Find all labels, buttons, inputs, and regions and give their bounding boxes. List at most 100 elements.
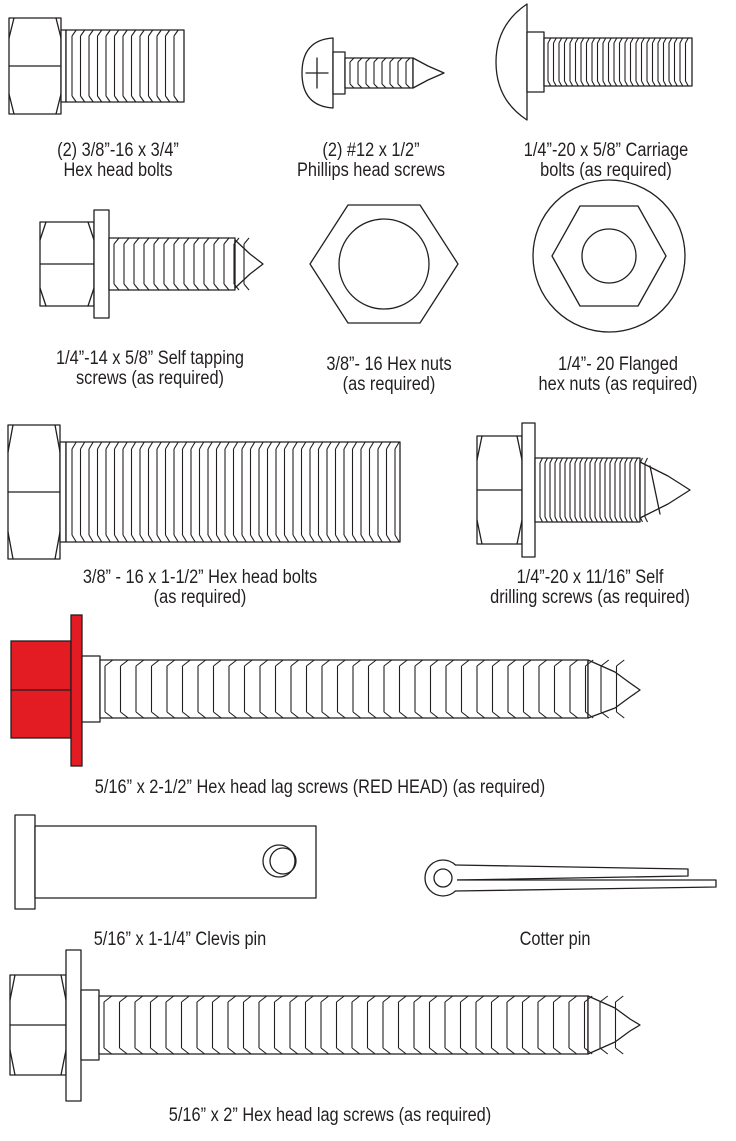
thread-line bbox=[574, 37, 579, 87]
thread-line bbox=[475, 995, 485, 1055]
thread-line bbox=[547, 37, 552, 87]
red-head-lag-screw-icon bbox=[10, 614, 641, 767]
thread-line bbox=[241, 441, 247, 543]
thread-line bbox=[123, 237, 130, 291]
thread-line bbox=[585, 37, 590, 87]
thread-line bbox=[574, 457, 578, 523]
thread-line bbox=[609, 457, 613, 523]
thread-line bbox=[180, 995, 190, 1055]
self-drilling-screw-icon bbox=[476, 422, 691, 558]
thread-line bbox=[564, 457, 568, 523]
thread-line bbox=[589, 457, 593, 523]
thread-line bbox=[309, 441, 315, 543]
thread-line bbox=[183, 237, 190, 291]
thread-line bbox=[79, 29, 86, 103]
hex-nut-icon bbox=[309, 204, 459, 324]
thread-line bbox=[414, 659, 424, 719]
thread-line bbox=[613, 37, 618, 87]
thread-line bbox=[150, 659, 160, 719]
thread-line bbox=[118, 995, 128, 1055]
thread-line bbox=[366, 995, 376, 1055]
thread-line bbox=[549, 457, 553, 523]
thread-line bbox=[397, 57, 403, 89]
thread-line bbox=[181, 441, 188, 543]
thread-line bbox=[156, 441, 162, 543]
thread-line bbox=[275, 441, 281, 543]
thread-line bbox=[522, 659, 532, 719]
thread-line bbox=[383, 659, 393, 719]
cotter-pin-icon bbox=[424, 859, 717, 897]
hex-head-bolt-long-icon bbox=[7, 424, 401, 560]
phillips-screw-caption: (2) #12 x 1/2”Phillips head screws bbox=[296, 140, 446, 181]
thread-line bbox=[321, 659, 331, 719]
thread-line bbox=[147, 441, 154, 543]
lag-screw-icon bbox=[9, 949, 641, 1102]
thread-line bbox=[684, 37, 689, 87]
thread-line bbox=[273, 995, 283, 1055]
thread-line bbox=[584, 659, 594, 719]
thread-line bbox=[88, 29, 94, 103]
thread-line bbox=[351, 995, 361, 1055]
thread-line bbox=[580, 37, 585, 87]
thread-line bbox=[139, 29, 145, 103]
thread-line bbox=[335, 995, 345, 1055]
thread-line bbox=[173, 441, 179, 543]
hex-nut-caption: 3/8”- 16 Hex nuts(as required) bbox=[326, 354, 452, 395]
thread-line bbox=[193, 237, 200, 291]
thread-line bbox=[602, 37, 607, 87]
hex-bolt-3-4-caption: (2) 3/8”-16 x 3/4”Hex head bolts bbox=[57, 140, 179, 181]
thread-line bbox=[215, 441, 222, 543]
thread-line bbox=[365, 57, 371, 89]
thread-line bbox=[198, 441, 205, 543]
thread-line bbox=[233, 237, 240, 291]
thread-line bbox=[389, 57, 395, 89]
thread-line bbox=[360, 441, 366, 543]
thread-line bbox=[460, 659, 470, 719]
thread-line bbox=[343, 441, 349, 543]
hex-head-bolt-short-icon bbox=[8, 17, 185, 115]
thread-line bbox=[506, 995, 516, 1055]
thread-line bbox=[181, 659, 191, 719]
thread-line bbox=[373, 57, 379, 89]
thread-line bbox=[317, 441, 324, 543]
thread-line bbox=[507, 659, 517, 719]
thread-line bbox=[491, 659, 501, 719]
thread-line bbox=[521, 995, 531, 1055]
thread-line bbox=[394, 441, 400, 543]
thread-line bbox=[629, 457, 633, 523]
thread-line bbox=[259, 659, 269, 719]
thread-line bbox=[352, 659, 362, 719]
thread-line bbox=[385, 441, 392, 543]
thread-line bbox=[147, 29, 154, 103]
carriage-bolt-icon bbox=[495, 3, 693, 121]
thread-line bbox=[105, 441, 111, 543]
thread-line bbox=[413, 995, 423, 1055]
thread-line bbox=[429, 659, 439, 719]
thread-line bbox=[624, 457, 628, 523]
thread-line bbox=[149, 995, 159, 1055]
thread-line bbox=[122, 29, 128, 103]
thread-line bbox=[242, 995, 252, 1055]
thread-line bbox=[130, 29, 137, 103]
thread-line bbox=[164, 29, 171, 103]
thread-line bbox=[139, 441, 145, 543]
thread-line bbox=[203, 237, 210, 291]
thread-line bbox=[559, 457, 563, 523]
thread-line bbox=[213, 237, 220, 291]
thread-line bbox=[266, 441, 273, 543]
thread-line bbox=[224, 441, 230, 543]
thread-line bbox=[212, 659, 222, 719]
hex-bolt-1-1-2-caption: 3/8” - 16 x 1-1/2” Hex head bolts(as req… bbox=[82, 567, 318, 608]
thread-line bbox=[173, 29, 179, 103]
thread-line bbox=[304, 995, 314, 1055]
thread-line bbox=[258, 995, 268, 1055]
thread-line bbox=[357, 57, 363, 89]
thread-line bbox=[113, 29, 120, 103]
thread-line bbox=[326, 441, 332, 543]
thread-line bbox=[274, 659, 284, 719]
thread-line bbox=[207, 441, 213, 543]
thread-line bbox=[591, 37, 596, 87]
